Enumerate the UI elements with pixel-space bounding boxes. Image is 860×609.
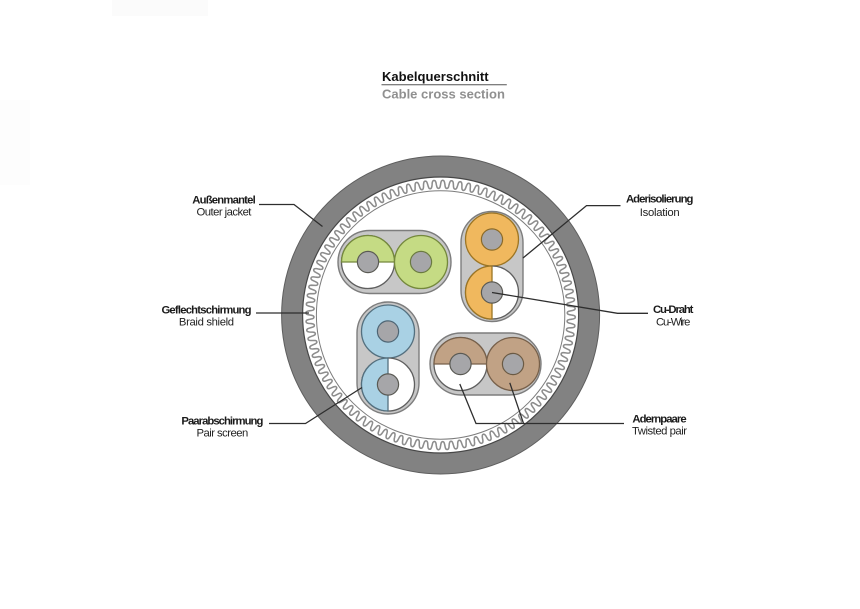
svg-text:Aderisolierung: Aderisolierung [626, 193, 694, 205]
svg-text:Braid shield: Braid shield [179, 317, 234, 329]
svg-text:Geflechtschirmung: Geflechtschirmung [161, 304, 251, 316]
svg-text:Cu-Wire: Cu-Wire [656, 316, 691, 328]
svg-text:Isolation: Isolation [640, 207, 680, 219]
svg-text:Paarabschirmung: Paarabschirmung [181, 415, 263, 427]
svg-text:Kabelquerschnitt: Kabelquerschnitt [382, 70, 489, 84]
svg-text:Adernpaare: Adernpaare [632, 414, 686, 426]
svg-text:Pair screen: Pair screen [197, 427, 249, 439]
svg-text:Cu-Draht: Cu-Draht [653, 304, 694, 316]
svg-text:Twisted pair: Twisted pair [632, 426, 687, 438]
svg-text:Outer jacket: Outer jacket [197, 207, 253, 219]
svg-text:Cable cross section: Cable cross section [382, 87, 505, 101]
svg-text:Außenmantel: Außenmantel [192, 194, 256, 206]
